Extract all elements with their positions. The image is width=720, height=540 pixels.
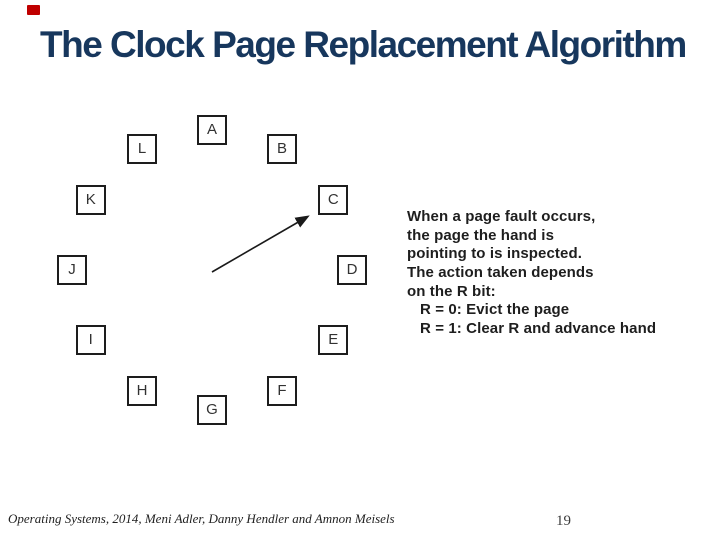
note-line: on the R bit: <box>407 282 496 300</box>
page-frame-box-A: A <box>197 115 227 145</box>
page-frame-box-J: J <box>57 255 87 285</box>
page-number: 19 <box>556 513 571 529</box>
logo-marker <box>27 5 40 15</box>
footer-credits: Operating Systems, 2014, Meni Adler, Dan… <box>8 511 395 526</box>
note-line: The action taken depends <box>407 264 594 282</box>
page-frame-box-D: D <box>337 255 367 285</box>
note-line-r1: R = 1: Clear R and advance hand <box>420 320 657 338</box>
algorithm-note: When a page fault occurs, the page the h… <box>407 208 656 339</box>
page-frame-box-K: K <box>75 185 106 215</box>
page-frame-box-I: I <box>75 325 106 355</box>
page-frame-box-G: G <box>197 395 227 425</box>
note-line: When a page fault occurs, <box>407 208 596 225</box>
note-line: pointing to is inspected. <box>407 245 582 263</box>
page-title: The Clock Page Replacement Algorithm <box>40 24 687 65</box>
note-line: the page the hand is <box>407 226 555 244</box>
page-frame-box-E: E <box>318 325 349 355</box>
note-line-r0: R = 0: Evict the page <box>420 301 570 319</box>
page-frame-box-H: H <box>127 376 157 407</box>
page-frame-box-L: L <box>127 133 157 164</box>
page-frame-box-B: B <box>267 133 297 164</box>
page-frame-box-C: C <box>318 185 349 215</box>
page-frame-box-F: F <box>267 376 297 407</box>
